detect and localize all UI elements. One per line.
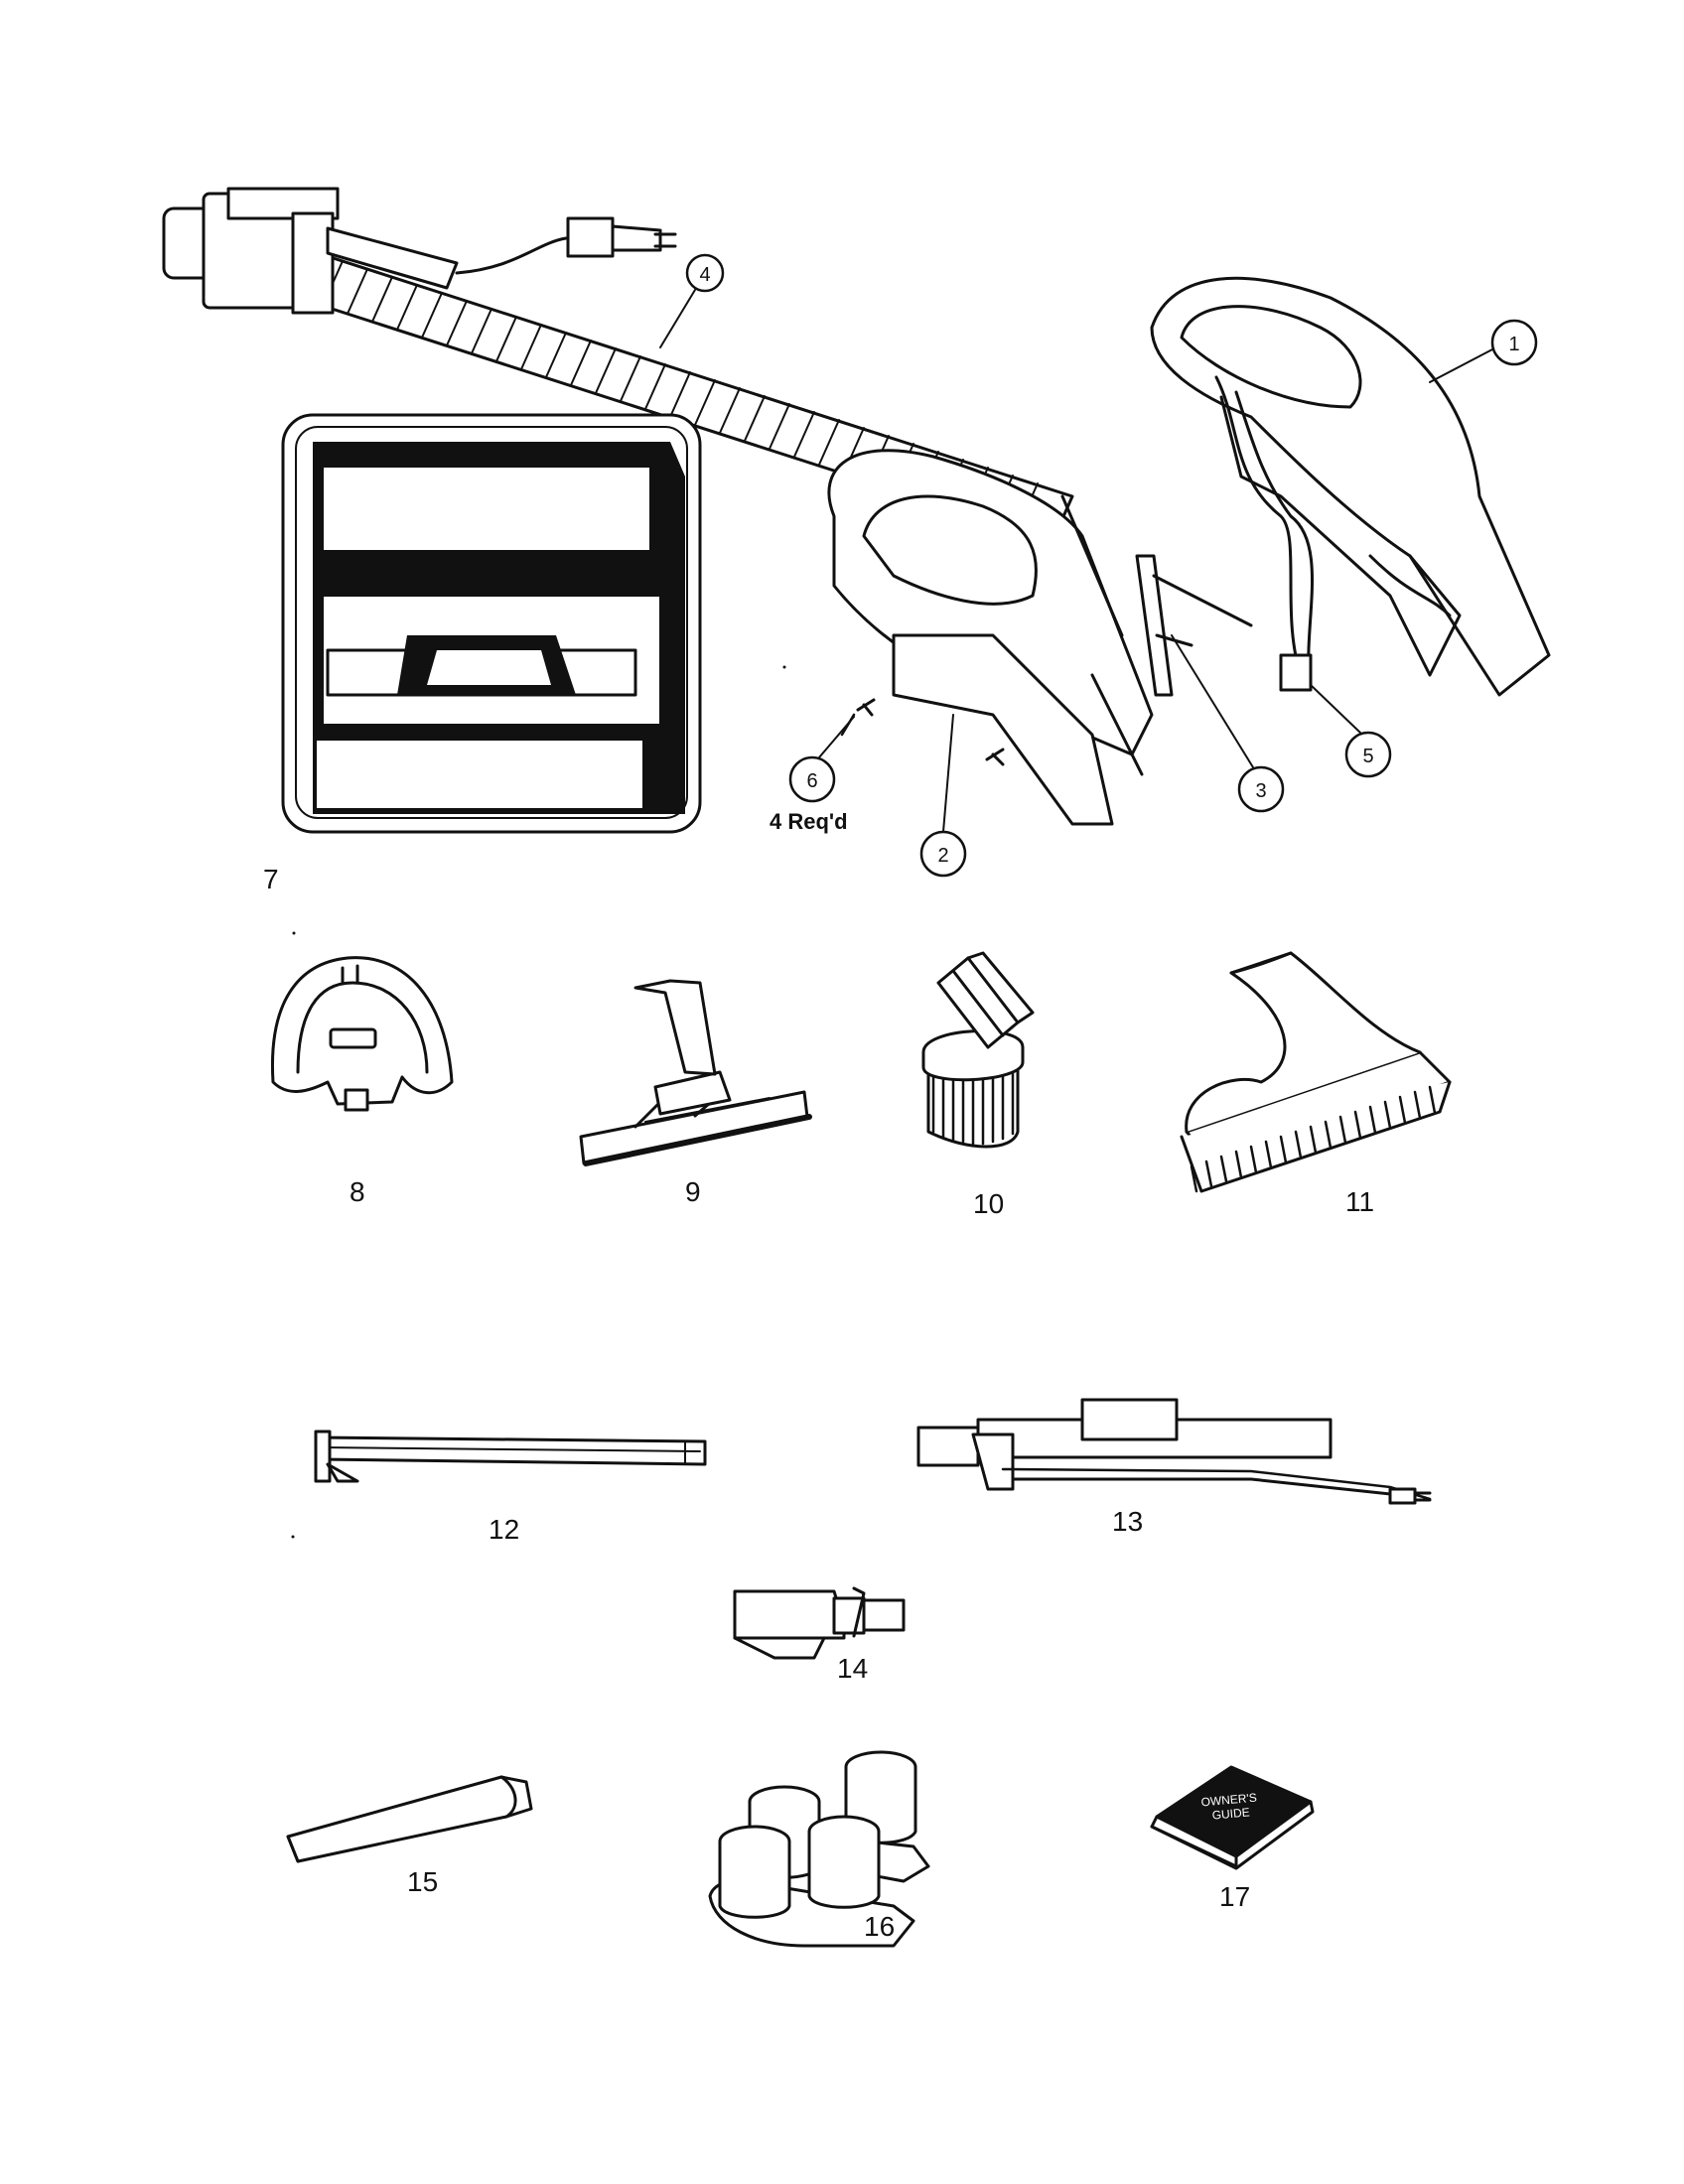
part-label-8: 8 (350, 1176, 365, 1207)
floor-tool (579, 979, 812, 1166)
upholstery-brush (1180, 951, 1452, 1193)
guide-title-line2: GUIDE (1211, 1805, 1250, 1822)
switch-plate: 3 (1135, 554, 1285, 813)
part-label-9: 9 (685, 1176, 701, 1207)
part-label-15: 15 (407, 1866, 439, 1897)
callout-5: 5 (1362, 746, 1373, 767)
filter-box (281, 413, 702, 834)
crevice-tool (286, 1775, 533, 1863)
part-label-10: 10 (973, 1188, 1005, 1219)
electric-wand (916, 1398, 1432, 1505)
round-brush (921, 951, 1035, 1149)
part-label-12: 12 (489, 1514, 520, 1545)
screws: 6 (788, 698, 1005, 803)
callout-3: 3 (1255, 780, 1266, 802)
quantity-note: 4 Req'd (770, 809, 848, 834)
callout-2: 2 (937, 845, 948, 867)
tool-caddy (708, 1750, 930, 1948)
part-label-14: 14 (837, 1653, 869, 1684)
part-label-16: 16 (864, 1911, 896, 1942)
callout-6: 6 (806, 770, 817, 792)
part-label-11: 11 (1345, 1186, 1375, 1217)
part-label-13: 13 (1112, 1506, 1144, 1537)
adapter-part (733, 1586, 906, 1660)
guide-title-line1: OWNER'S (1200, 1791, 1257, 1810)
extension-wand (314, 1430, 707, 1483)
callout-4: 4 (699, 264, 710, 286)
part-label-7: 7 (263, 864, 279, 894)
cover-part (270, 956, 454, 1112)
handle-housing: 1 5 (1150, 276, 1551, 778)
handle-part: 2 (827, 449, 1154, 878)
part-label-17: 17 (1219, 1881, 1251, 1912)
callout-1: 1 (1508, 334, 1519, 355)
owners-guide-book: OWNER'S GUIDE (1150, 1765, 1315, 1870)
